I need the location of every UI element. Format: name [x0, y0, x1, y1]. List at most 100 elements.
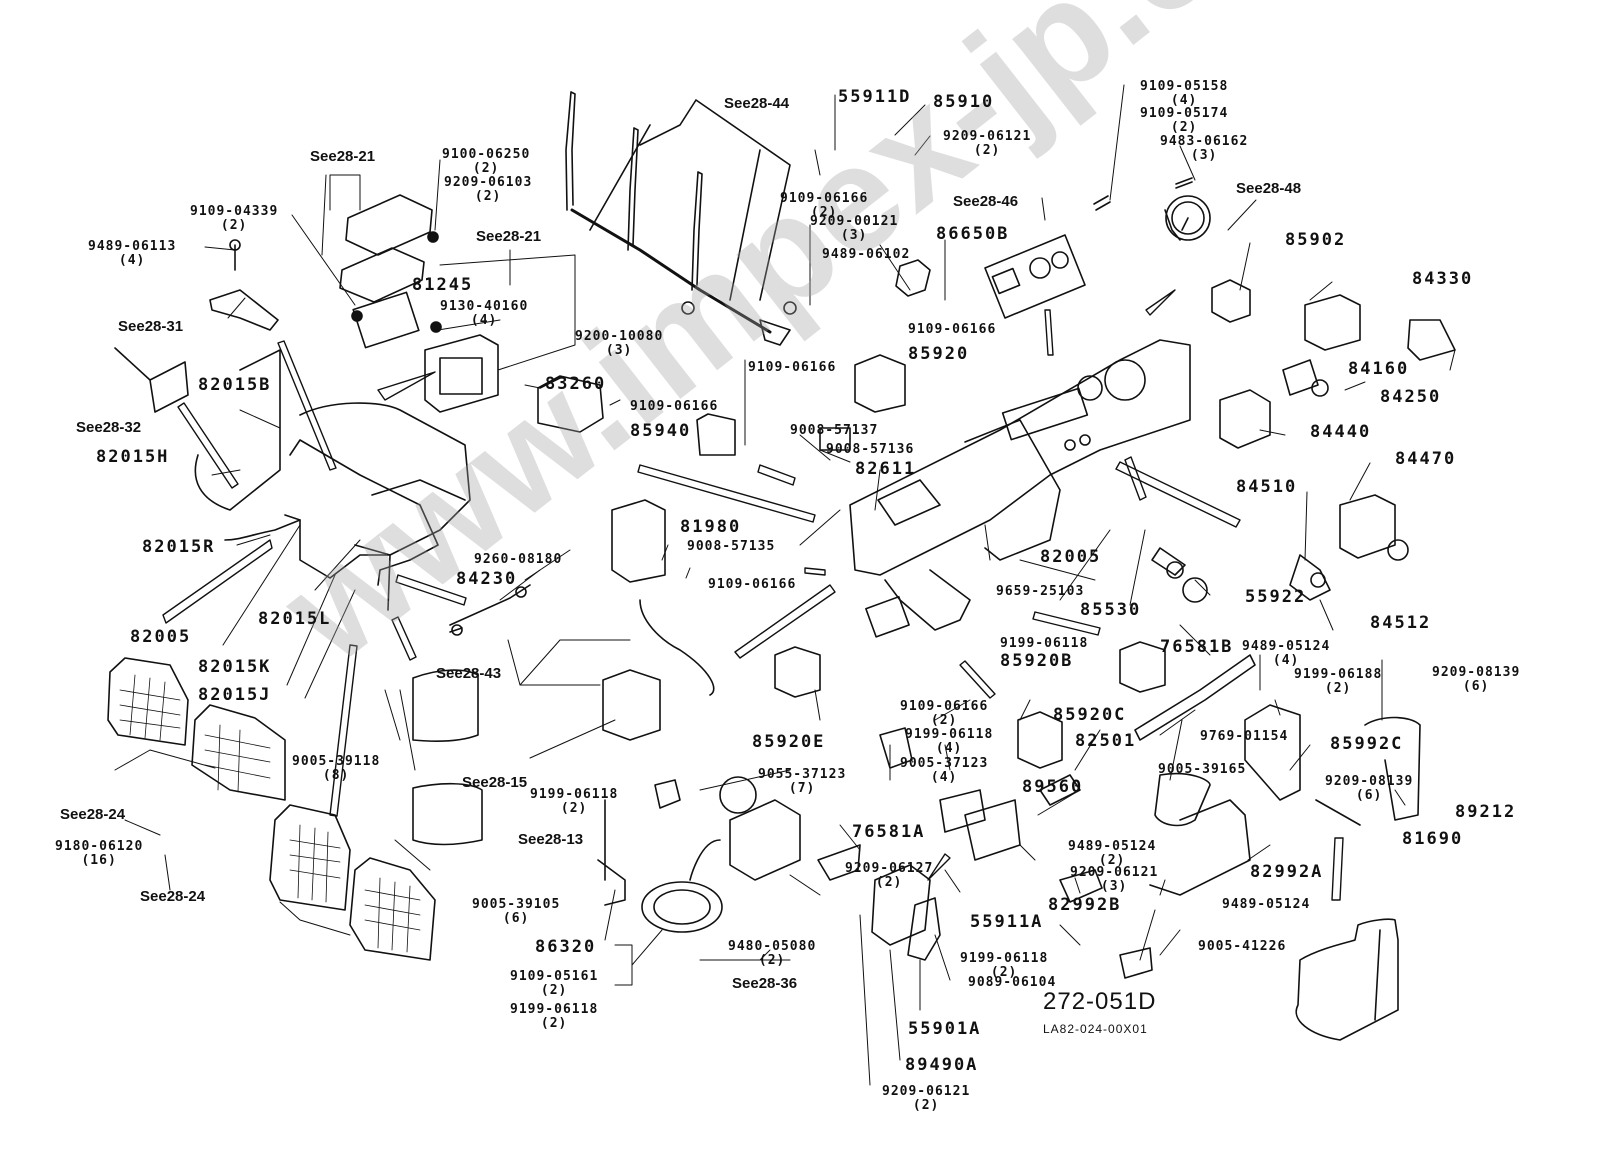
part-label: 9489-05124(2): [1068, 839, 1157, 868]
part-label: 82611: [855, 459, 917, 479]
part-label: 55911D: [838, 87, 912, 107]
bracket: [209, 289, 279, 331]
roof-lamp: [339, 194, 499, 413]
part-label: 9200-10080(3): [575, 329, 664, 358]
part-label: 82005: [130, 627, 192, 647]
part-label: 9180-06120(16): [55, 839, 144, 868]
part-label: 76581A: [852, 822, 926, 842]
part-label: 9109-05158(4): [1140, 79, 1229, 108]
part-label: 9109-06166: [908, 322, 997, 337]
part-label: 82015H: [96, 447, 170, 467]
part-label: 9109-06166(2): [900, 699, 989, 728]
part-label: See28-13: [518, 831, 584, 848]
part-label: 9199-06118(2): [960, 951, 1049, 980]
part-label: 9005-39118(8): [292, 754, 381, 783]
part-label: 81980: [680, 517, 742, 537]
leader-lines: [114, 84, 1456, 1086]
part-label: 82005: [1040, 547, 1102, 567]
meter-cluster: [984, 234, 1086, 319]
part-label: See28-48: [1236, 180, 1302, 197]
part-label: 9008-57136: [826, 442, 915, 457]
part-label: 9209-06121(2): [882, 1084, 971, 1113]
part-label: 85920C: [1053, 705, 1127, 725]
part-label: 55922: [1245, 587, 1307, 607]
part-label: 9089-06104: [968, 975, 1057, 990]
cab-front: [194, 349, 471, 611]
part-label: 9199-06188(2): [1294, 667, 1383, 696]
part-label: 9199-06118(4): [905, 727, 994, 756]
part-label: 84510: [1236, 477, 1298, 497]
part-label: 9209-06103(2): [444, 175, 533, 204]
part-label: See28-46: [953, 193, 1019, 210]
arrows: [162, 289, 1344, 901]
part-label: 9209-06121(2): [943, 129, 1032, 158]
part-label: 9209-08139(6): [1432, 665, 1521, 694]
part-label: See28-31: [118, 318, 184, 335]
part-label: 85920B: [1000, 651, 1074, 671]
part-label: 9489-06102: [822, 247, 911, 262]
part-label: 9480-05080(2): [728, 939, 817, 968]
part-label: 86320: [535, 937, 597, 957]
part-label: 9100-06250(2): [442, 147, 531, 176]
part-label: 9109-04339(2): [190, 204, 279, 233]
part-label: 89490A: [905, 1055, 979, 1075]
part-label: 9199-06118(2): [510, 1002, 599, 1031]
part-label: 9005-37123(4): [900, 756, 989, 785]
part-label: See28-21: [310, 148, 376, 165]
part-label: 9109-06166: [630, 399, 719, 414]
screw: [1093, 195, 1111, 211]
part-label: 9005-39105(6): [472, 897, 561, 926]
diagram-subreference: LA82-024-00X01: [1043, 1022, 1148, 1036]
part-label: 85920E: [752, 732, 826, 752]
part-label: 81245: [412, 275, 474, 295]
part-label: 9109-05174(2): [1140, 106, 1229, 135]
dashboard: [849, 339, 1191, 638]
gauge: [1164, 177, 1211, 241]
part-label: See28-24: [140, 888, 206, 905]
part-label: 85530: [1080, 600, 1142, 620]
part-label: 85992C: [1330, 734, 1404, 754]
part-label: 9483-06162(3): [1160, 134, 1249, 163]
part-label: 55901A: [908, 1019, 982, 1039]
part-label: 9055-37123(7): [758, 767, 847, 796]
radio-speaker: [597, 776, 801, 933]
part-label: 9130-40160(4): [440, 299, 529, 328]
tail-lamps: [412, 669, 483, 846]
part-label: 89560: [1022, 777, 1084, 797]
part-label: 81690: [1402, 829, 1464, 849]
part-label: 9008-57135: [687, 539, 776, 554]
part-label: 84160: [1348, 359, 1410, 379]
part-label: 9489-05124(4): [1242, 639, 1331, 668]
part-label: 84440: [1310, 422, 1372, 442]
part-label: 82015R: [142, 537, 216, 557]
part-label: 9109-06166(2): [780, 191, 869, 220]
part-label: 9489-06113(4): [88, 239, 177, 268]
part-label: 55911A: [970, 912, 1044, 932]
relays: [537, 259, 1251, 769]
part-label: 9005-41226: [1198, 939, 1287, 954]
part-label: 82015L: [258, 609, 332, 629]
part-label: 82015B: [198, 375, 272, 395]
part-label: 85902: [1285, 230, 1347, 250]
headlamps: [107, 657, 436, 961]
part-label: See28-15: [462, 774, 528, 791]
part-label: 82992B: [1048, 895, 1122, 915]
part-label: 83260: [545, 374, 607, 394]
part-label: 84330: [1412, 269, 1474, 289]
part-label: 76581B: [1160, 637, 1234, 657]
part-label: 9209-06127(2): [845, 861, 934, 890]
part-label: 9199-06118: [1000, 636, 1089, 651]
part-label: 9659-25103: [996, 584, 1085, 599]
seat: [1295, 918, 1399, 1041]
part-label: 9109-06166: [708, 577, 797, 592]
mirror-plate: [114, 347, 189, 413]
part-label: See28-24: [60, 806, 126, 823]
part-label: 9209-06121(3): [1070, 865, 1159, 894]
part-label: See28-21: [476, 228, 542, 245]
part-label: 9769-01154: [1200, 729, 1289, 744]
part-label: 9109-05161(2): [510, 969, 599, 998]
part-label: 9489-05124: [1222, 897, 1311, 912]
part-label: See28-43: [436, 665, 502, 682]
part-label: 84230: [456, 569, 518, 589]
